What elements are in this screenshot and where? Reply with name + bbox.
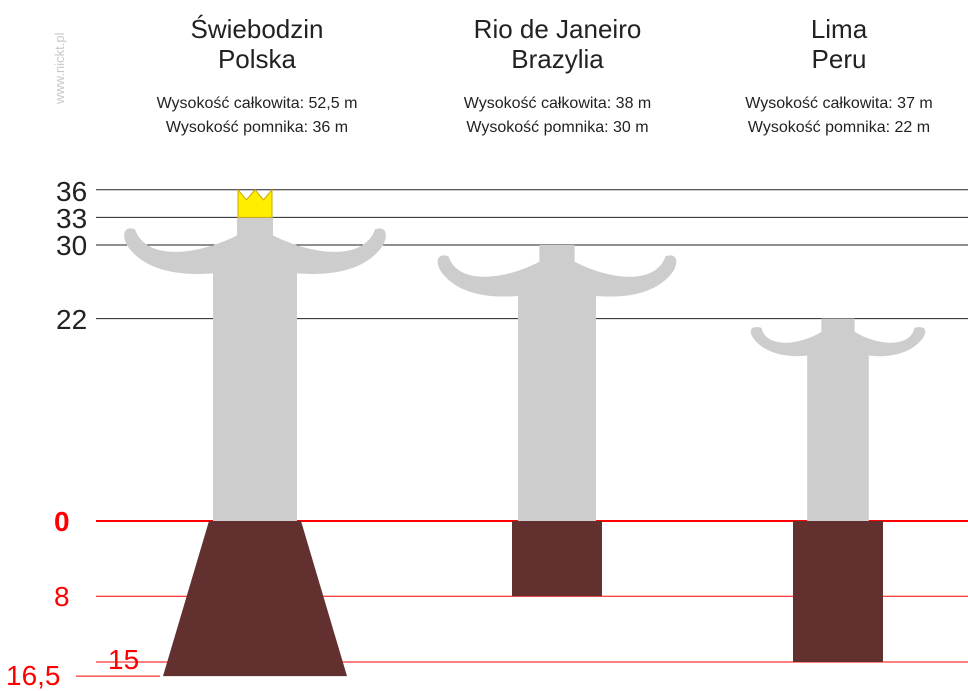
- crown-icon: [237, 188, 273, 218]
- statue-swiebodzin: [124, 217, 386, 521]
- statue-lima: [750, 318, 926, 521]
- country-name: Peru: [811, 44, 867, 74]
- monument-height: Wysokość pomnika: 30 m: [466, 119, 649, 136]
- total-height: Wysokość całkowita: 38 m: [463, 95, 652, 112]
- city-name: Świebodzin: [190, 14, 324, 44]
- tick-label: 16,5: [6, 660, 61, 691]
- base-lima: [793, 521, 883, 662]
- column-swiebodzin: Świebodzin Polska Wysokość całkowita: 52…: [127, 14, 387, 140]
- city-name: Lima: [810, 14, 868, 44]
- tick-label: 36: [56, 176, 88, 207]
- monument-height: Wysokość pomnika: 22 m: [747, 119, 931, 136]
- monument-height: Wysokość pomnika: 36 m: [165, 119, 349, 136]
- tick-label: 33: [56, 203, 88, 234]
- total-height: Wysokość całkowita: 52,5 m: [156, 95, 358, 112]
- tick-label: 8: [54, 581, 70, 612]
- base-swiebodzin: [163, 521, 347, 677]
- tick-label: 22: [56, 304, 88, 335]
- column-lima: Lima Peru Wysokość całkowita: 37 m Wysok…: [710, 14, 968, 140]
- statue-rio: [437, 245, 677, 521]
- tick-label: 30: [56, 230, 88, 261]
- ground-tick-label: 0: [54, 506, 70, 537]
- total-height: Wysokość całkowita: 37 m: [745, 95, 933, 112]
- country-name: Brazylia: [511, 44, 604, 74]
- column-rio: Rio de Janeiro Brazylia Wysokość całkowi…: [425, 14, 690, 140]
- country-name: Polska: [217, 44, 297, 74]
- tick-label: 15: [108, 644, 140, 675]
- city-name: Rio de Janeiro: [473, 14, 642, 44]
- base-rio: [512, 521, 602, 597]
